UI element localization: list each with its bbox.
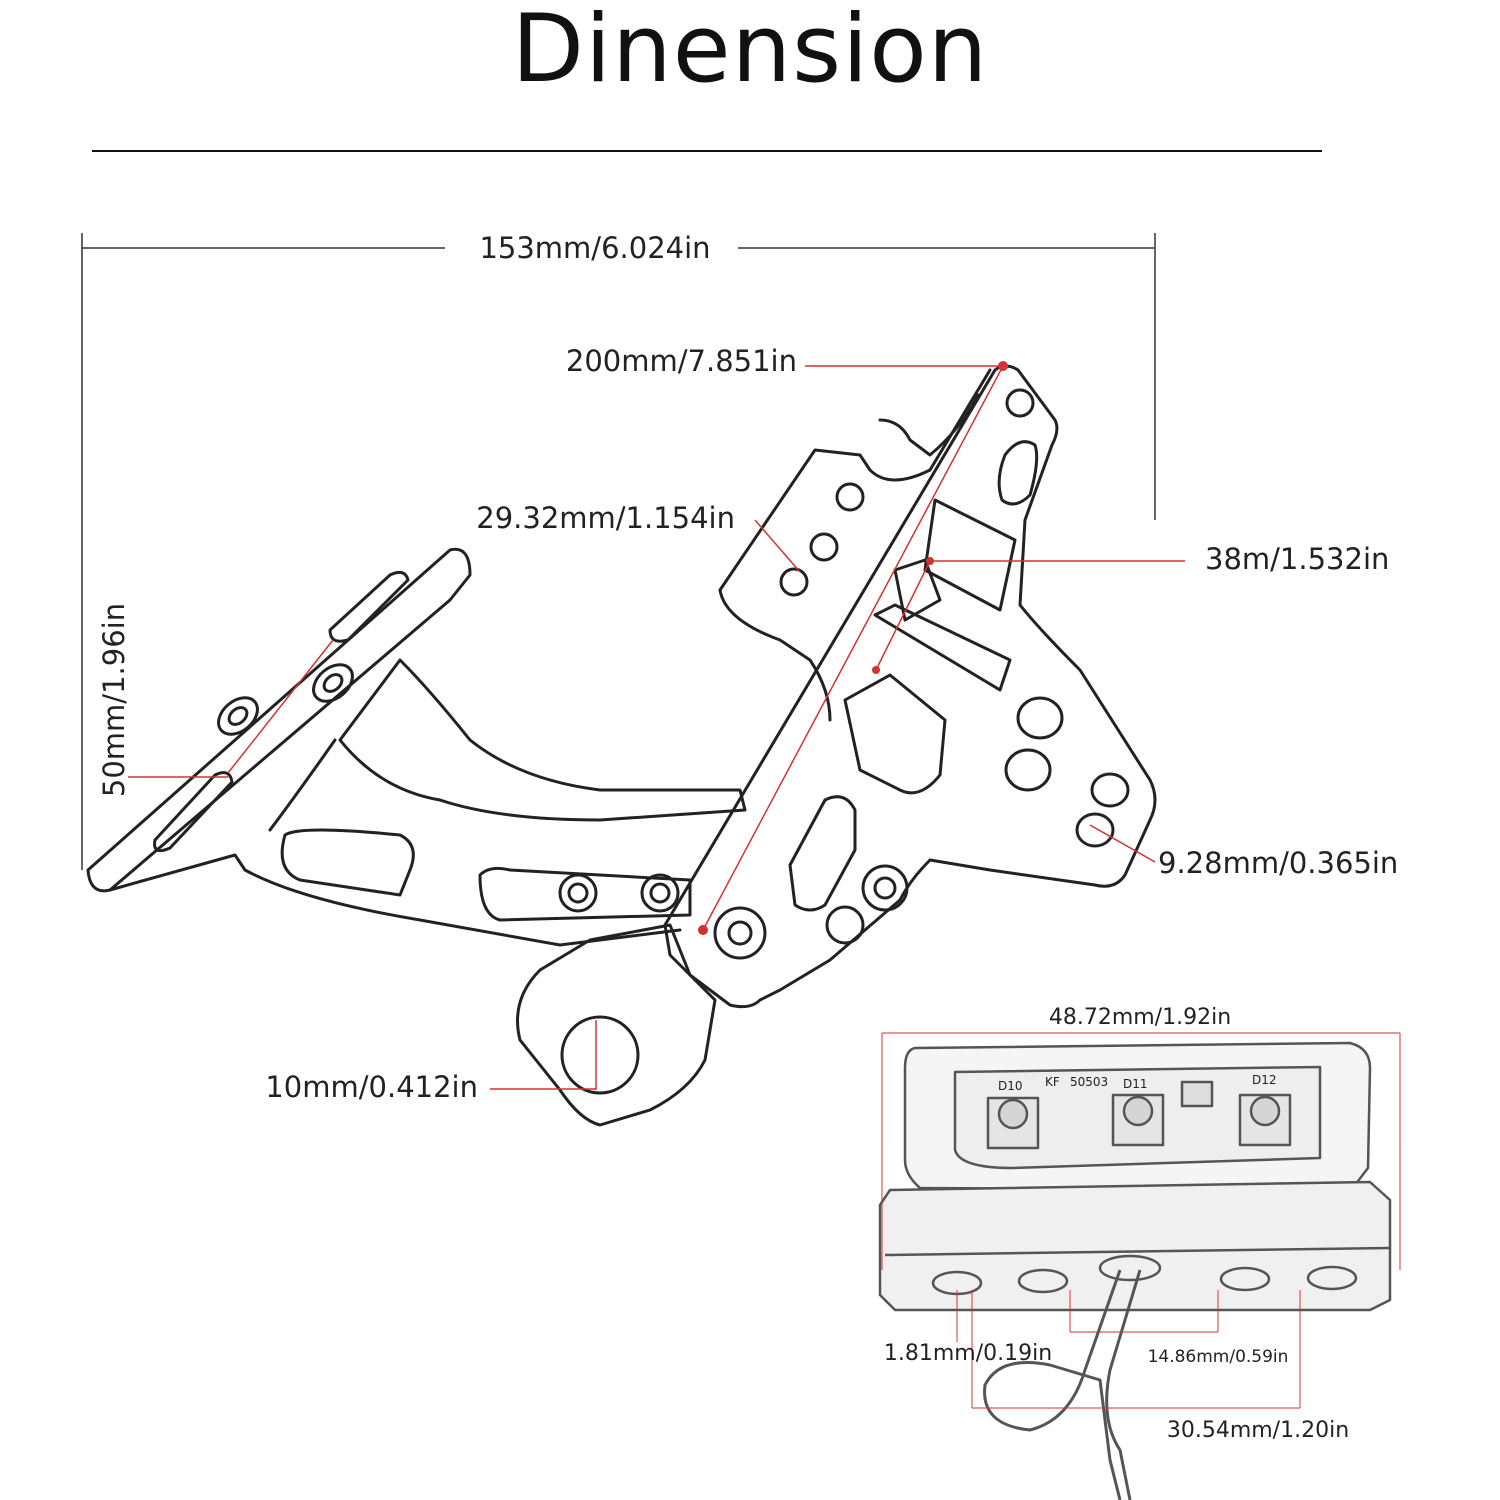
bracket-hole-side-2	[825, 905, 865, 945]
led-hole-spacing-label: 14.86mm/0.59in	[1148, 1347, 1289, 1367]
title-divider	[92, 150, 1322, 152]
bracket-hole-bottom-inner	[727, 920, 753, 946]
bracket-width-label: 153mm/6.024in	[479, 231, 710, 265]
led-resistor	[1180, 1080, 1214, 1108]
lower-slot	[478, 866, 692, 922]
bracket-hole-g	[1075, 812, 1115, 848]
bracket-hole-a	[835, 482, 865, 512]
bracket-window	[923, 498, 1017, 612]
pcb-label-d10: D10	[998, 1079, 1023, 1093]
mount-hole-label: 10mm/0.412in	[265, 1070, 478, 1104]
lower-hole-2-inner	[649, 882, 671, 904]
slot-label: 38m/1.532in	[1205, 542, 1389, 576]
bracket-dimension-dots	[698, 361, 1008, 935]
bracket-top-plate	[718, 368, 992, 592]
bracket-hole-side-inner	[873, 876, 897, 900]
arm-lower-edge	[268, 738, 337, 832]
lower-hole-1-inner	[567, 882, 589, 904]
led-cable	[983, 1269, 1122, 1500]
led-housing-base	[878, 1180, 1392, 1312]
lower-hole-1	[558, 873, 598, 913]
plate-height-label: 50mm/1.96in	[97, 603, 131, 797]
bracket-hole-c	[779, 567, 809, 597]
led-light-drawing	[878, 1041, 1392, 1500]
left-slot-1	[328, 570, 410, 643]
pcb-label-kf: KF	[1045, 1075, 1060, 1089]
hole-diameter-label: 9.28mm/0.365in	[1158, 846, 1398, 880]
led-cable-2	[1105, 1269, 1142, 1500]
bracket-drawing	[86, 364, 1157, 1127]
bracket-slot-top	[997, 440, 1039, 506]
left-hole-2	[217, 696, 259, 736]
mount-hole	[560, 1015, 640, 1095]
page-title: Dinension	[511, 0, 989, 104]
arm-body	[338, 658, 747, 822]
led-base-face	[884, 1246, 1391, 1257]
bracket-slot-mid-2	[873, 603, 1012, 692]
bracket-hole-d	[1016, 696, 1064, 740]
pcb-label-d11: D11	[1123, 1077, 1148, 1091]
left-hole-1	[312, 663, 354, 703]
bracket-hole-b	[809, 532, 839, 562]
led-dimension-lines	[881, 1032, 1401, 1409]
bracket-dimension-lines	[81, 233, 1185, 1090]
left-plate-arm	[86, 547, 472, 893]
led-outer-spacing-label: 30.54mm/1.20in	[1167, 1418, 1349, 1443]
left-plate-arm-depth	[108, 853, 247, 892]
bracket-hole-e	[1004, 748, 1052, 792]
led-hole-2	[1017, 1268, 1069, 1294]
bracket-length-label: 200mm/7.851in	[566, 344, 797, 378]
lower-window	[280, 828, 415, 897]
bracket-hole-top	[1005, 388, 1035, 418]
bracket-top-edge	[718, 588, 832, 722]
left-hole-2-inner	[227, 706, 249, 726]
bracket-top-fin	[878, 393, 980, 457]
pcb-label-d12: D12	[1252, 1073, 1277, 1087]
left-slot-2	[153, 771, 234, 853]
main-bracket-outline	[663, 364, 1157, 1009]
bracket-hole-bottom	[713, 906, 767, 960]
led-cable-grommet	[1098, 1254, 1162, 1282]
bracket-window-2	[843, 673, 947, 795]
led-width-label: 48.72mm/1.92in	[1049, 1005, 1231, 1030]
bracket-hole-f	[1090, 772, 1130, 808]
led-hole-3	[1219, 1266, 1271, 1292]
led-hole-label: 1.81mm/0.19in	[884, 1341, 1052, 1366]
bracket-slot-lower	[788, 795, 857, 912]
lower-hole-2	[640, 873, 680, 913]
led-hole-4	[1306, 1265, 1358, 1291]
bracket-foot	[516, 923, 717, 1127]
bracket-slot-mid-1	[893, 558, 942, 622]
pcb-label-50503: 50503	[1070, 1075, 1108, 1089]
hole-spacing-label: 29.32mm/1.154in	[476, 501, 735, 535]
bracket-hole-side	[861, 864, 909, 912]
left-hole-1-inner	[322, 673, 344, 693]
pcb-labels: D10 KF 50503 D11 D12	[998, 1073, 1277, 1093]
arm-lower-body	[243, 868, 682, 947]
